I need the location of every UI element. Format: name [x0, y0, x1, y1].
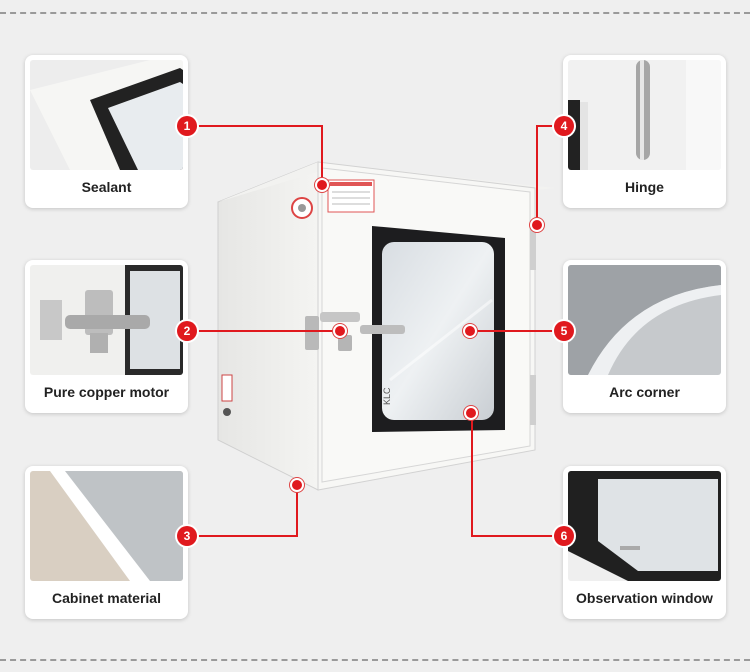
marker-dot-3 — [292, 480, 302, 490]
connector-1 — [197, 125, 322, 127]
feature-label: Hinge — [625, 179, 664, 195]
observation-window-photo — [568, 471, 721, 581]
marker-dot-6 — [466, 408, 476, 418]
connector-4-v — [536, 125, 538, 225]
feature-card-arc-corner: Arc corner — [563, 260, 726, 413]
feature-label: Observation window — [576, 590, 713, 606]
feature-card-cabinet-material: Cabinet material — [25, 466, 188, 619]
connector-5 — [470, 330, 564, 332]
bottom-divider — [0, 659, 750, 661]
marker-dot-2 — [335, 326, 345, 336]
pass-box-illustration: KLC — [217, 161, 555, 491]
number-badge-5: 5 — [554, 321, 574, 341]
top-divider — [0, 12, 750, 14]
feature-card-motor: Pure copper motor — [25, 260, 188, 413]
connector-6 — [471, 535, 564, 537]
number-badge-1: 1 — [177, 116, 197, 136]
feature-label: Pure copper motor — [43, 384, 170, 400]
feature-label: Arc corner — [609, 384, 680, 400]
connector-1-v — [321, 125, 323, 184]
arc-corner-photo — [568, 265, 721, 375]
hinge-photo — [568, 60, 721, 170]
sealant-photo — [30, 60, 183, 170]
number-badge-3: 3 — [177, 526, 197, 546]
feature-card-sealant: Sealant — [25, 55, 188, 208]
marker-dot-4 — [532, 220, 542, 230]
number-badge-6: 6 — [554, 526, 574, 546]
feature-card-observation-window: Observation window — [563, 466, 726, 619]
window-brand-text: KLC — [382, 387, 392, 405]
marker-dot-5 — [465, 326, 475, 336]
number-badge-4: 4 — [554, 116, 574, 136]
feature-label: Sealant — [81, 179, 132, 195]
feature-label: Cabinet material — [52, 590, 161, 606]
connector-2 — [197, 330, 340, 332]
cabinet-material-photo — [30, 471, 183, 581]
motor-photo — [30, 265, 183, 375]
connector-4 — [536, 125, 564, 127]
marker-dot-1 — [317, 180, 327, 190]
connector-3-v — [296, 484, 298, 537]
connector-3 — [197, 535, 297, 537]
connector-6-v — [471, 412, 473, 536]
number-badge-2: 2 — [177, 321, 197, 341]
feature-card-hinge: Hinge — [563, 55, 726, 208]
